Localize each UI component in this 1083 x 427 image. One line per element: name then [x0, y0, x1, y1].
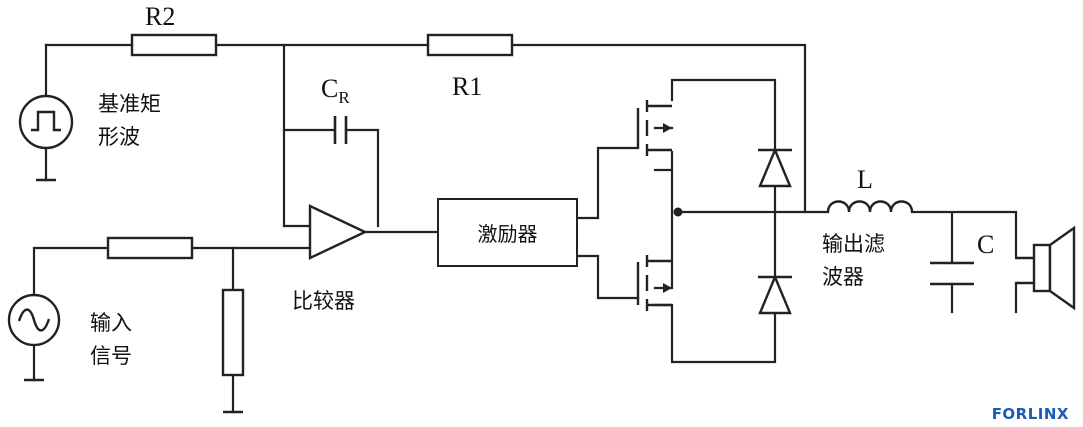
square-wave-source: [18, 94, 74, 150]
label-output-filter: 输出滤 波器: [822, 228, 885, 294]
junction-node: [673, 207, 683, 217]
label-reference-line1: 基准矩: [98, 92, 161, 116]
wire-top-rail: [44, 43, 807, 214]
label-input-line2: 信号: [90, 344, 132, 368]
driver-block: 激励器: [437, 198, 578, 267]
square-wave-glyph: [31, 110, 61, 132]
wire-bridge: [653, 78, 777, 364]
diode-lower: [758, 273, 792, 315]
label-cr-sub: R: [338, 88, 350, 107]
label-r1: R1: [452, 72, 483, 101]
wire-filter: [910, 210, 1018, 314]
label-comparator: 比较器: [292, 289, 355, 313]
sine-glyph: [17, 308, 51, 332]
label-input-signal: 输入 信号: [90, 307, 132, 373]
wire-input: [32, 246, 110, 382]
speaker-cone: [1048, 225, 1076, 311]
mosfet-lower-channel: [645, 255, 672, 311]
inductor-l: [826, 200, 914, 213]
label-r2: R2: [145, 2, 176, 31]
label-input-line1: 输入: [90, 311, 132, 335]
resistor-r2: [130, 33, 218, 57]
label-cr: CR: [321, 74, 350, 107]
diode-upper: [758, 146, 792, 188]
watermark-logo: FORLINX: [991, 405, 1069, 423]
label-reference-square-wave: 基准矩 形波: [98, 88, 161, 154]
resistor-ground: [221, 288, 245, 377]
driver-label: 激励器: [477, 222, 538, 246]
speaker-body: [1032, 243, 1052, 293]
resistor-r1: [426, 33, 514, 57]
mosfet-upper-arrow: [663, 123, 672, 133]
mosfet-lower-arrow: [663, 283, 672, 293]
label-cr-main: C: [321, 74, 339, 103]
label-filter-line2: 波器: [822, 265, 864, 289]
label-reference-line2: 形波: [98, 125, 140, 149]
mosfet-upper-channel: [645, 100, 672, 156]
wire-cr-loop: [282, 128, 380, 228]
resistor-input: [106, 236, 194, 260]
comparator-symbol: [308, 204, 368, 260]
label-l: L: [857, 165, 873, 194]
label-filter-line1: 输出滤: [822, 232, 885, 256]
label-c: C: [977, 230, 995, 259]
wire-comparator-in: [190, 224, 312, 250]
wire-driver-out: [576, 146, 640, 300]
